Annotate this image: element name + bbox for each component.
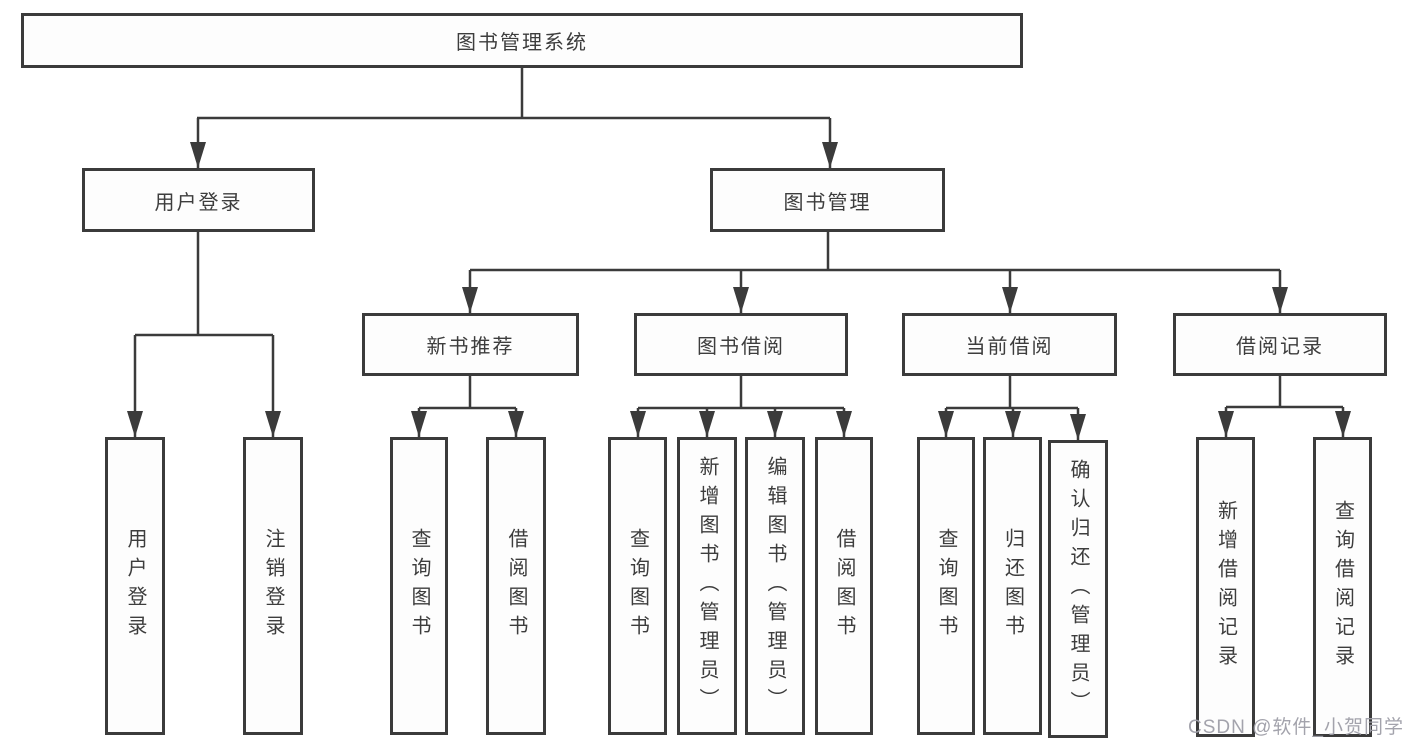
node-book-borrowing: 图书借阅	[634, 313, 848, 376]
node-current-borrowing: 当前借阅	[902, 313, 1117, 376]
node-label: 查询图书	[626, 528, 649, 644]
node-label: 编辑图书（管理员）	[764, 455, 786, 717]
node-borrowing-records: 借阅记录	[1173, 313, 1387, 376]
node-label: 新增借阅记录	[1214, 500, 1237, 674]
node-label: 查询借阅记录	[1331, 500, 1354, 674]
leaf-query-books: 查询图书	[608, 437, 667, 735]
node-label: 当前借阅	[965, 336, 1054, 358]
leaf-borrow-books: 借阅图书	[486, 437, 546, 735]
node-label: 借阅图书	[833, 528, 855, 644]
node-label: 确认归还（管理员）	[1067, 458, 1089, 720]
node-label: 查询图书	[408, 528, 430, 644]
node-label: 借阅记录	[1236, 336, 1324, 358]
node-label: 图书管理系统	[456, 32, 588, 54]
leaf-return-books: 归还图书	[983, 437, 1042, 735]
node-user-login: 用户登录	[82, 168, 315, 232]
node-label: 新增图书（管理员）	[696, 455, 718, 717]
leaf-confirm-return-admin: 确认归还（管理员）	[1048, 440, 1108, 738]
node-label: 图书管理	[783, 191, 872, 214]
tree-branch-lines	[135, 68, 1343, 410]
leaf-user-login: 用户登录	[105, 437, 165, 735]
node-label: 图书借阅	[697, 336, 785, 358]
csdn-watermark: CSDN @软件_小贺同学	[1188, 717, 1404, 738]
node-label: 归还图书	[1001, 528, 1024, 644]
leaf-add-borrow-record: 新增借阅记录	[1196, 437, 1255, 737]
leaf-query-books: 查询图书	[917, 437, 975, 735]
node-book-management: 图书管理	[710, 168, 945, 232]
leaf-borrow-books: 借阅图书	[815, 437, 873, 735]
leaf-logout: 注销登录	[243, 437, 303, 735]
node-label: 用户登录	[154, 191, 243, 214]
leaf-query-books: 查询图书	[390, 437, 448, 735]
node-label: 新书推荐	[426, 336, 515, 358]
node-label: 查询图书	[935, 528, 957, 644]
node-label: 注销登录	[262, 528, 284, 644]
node-label: 借阅图书	[505, 528, 527, 644]
leaf-add-books-admin: 新增图书（管理员）	[677, 437, 737, 735]
leaf-edit-books-admin: 编辑图书（管理员）	[745, 437, 805, 735]
node-new-book-recommend: 新书推荐	[362, 313, 579, 376]
leaf-query-borrow-record: 查询借阅记录	[1313, 437, 1372, 737]
node-label: 用户登录	[124, 528, 146, 644]
node-root-system: 图书管理系统	[21, 13, 1023, 68]
